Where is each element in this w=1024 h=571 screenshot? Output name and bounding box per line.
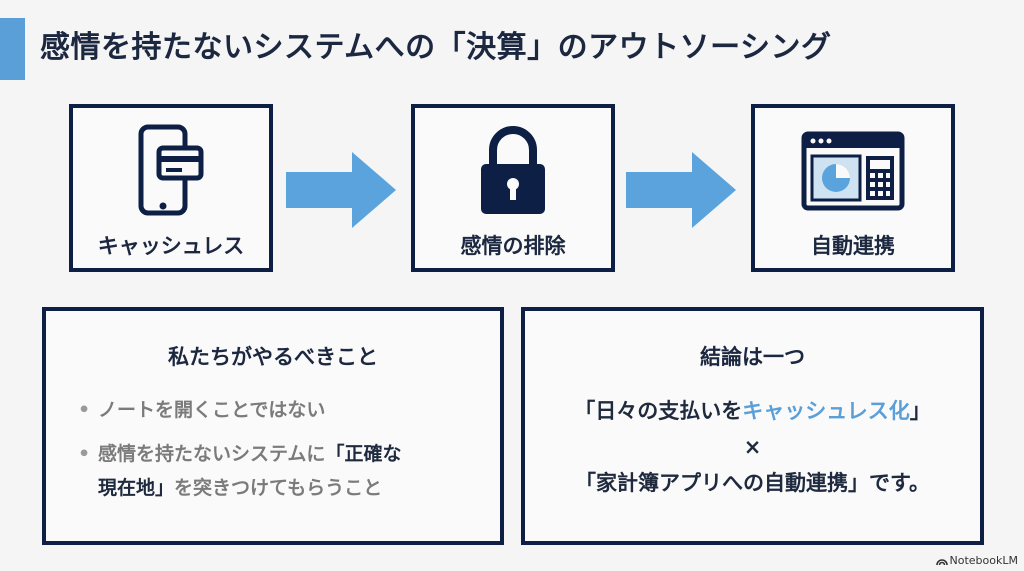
step-cashless: キャッシュレス: [69, 104, 273, 272]
bullet-text: を突きつけてもらうこと: [174, 477, 383, 499]
step-label: 感情の排除: [460, 234, 566, 258]
slide-title: 感情を持たないシステムへの「決算」のアウトソーシング: [40, 30, 832, 65]
panel-title: 結論は一つ: [700, 345, 805, 369]
arrow-right-icon: [286, 152, 396, 228]
panel-title: 私たちがやるべきこと: [168, 345, 378, 369]
bullet-emphasis: 現在地」: [98, 477, 175, 499]
conclusion-line: 「家計簿アプリへの自動連携」です。: [575, 471, 930, 495]
conclusion-text-part: 「日々の支払いを: [574, 399, 743, 423]
list-item: ノートを開くことではない: [76, 393, 401, 427]
highlight-text: キャッシュレス化: [742, 399, 910, 423]
title-accent-bar: [0, 18, 25, 80]
conclusion-text: 「日々の支払いをキャッシュレス化」 × 「家計簿アプリへの自動連携」です。: [525, 393, 980, 501]
list-item: 感情を持たないシステムに「正確な 現在地」を突きつけてもらうこと: [76, 437, 401, 505]
bullet-emphasis: 「正確な: [325, 443, 402, 465]
bullet-list: ノートを開くことではない 感情を持たないシステムに「正確な 現在地」を突きつけて…: [76, 393, 401, 515]
step-remove-emotion: 感情の排除: [411, 104, 615, 272]
times-symbol: ×: [743, 435, 762, 459]
footer-brand: NotebookLM: [935, 554, 1018, 567]
panel-what-we-should-do: 私たちがやるべきこと ノートを開くことではない 感情を持たないシステムに「正確な…: [42, 307, 504, 545]
notebooklm-logo-icon: [935, 559, 948, 566]
dashboard-window-icon: [801, 131, 905, 211]
bullet-text: ノートを開くことではない: [98, 399, 326, 421]
padlock-icon: [481, 126, 545, 214]
step-label: 自動連携: [811, 234, 895, 258]
conclusion-text-part: 」: [909, 399, 931, 423]
arrow-right-icon: [626, 152, 736, 228]
conclusion-line: 「日々の支払いをキャッシュレス化」: [525, 393, 980, 429]
bullet-text: 感情を持たないシステムに: [98, 443, 326, 465]
step-auto-sync: 自動連携: [751, 104, 955, 272]
panel-conclusion: 結論は一つ 「日々の支払いをキャッシュレス化」 × 「家計簿アプリへの自動連携」…: [521, 307, 984, 545]
step-label: キャッシュレス: [97, 234, 245, 258]
footer-brand-text: NotebookLM: [949, 554, 1018, 567]
smartphone-card-icon: [138, 124, 204, 216]
